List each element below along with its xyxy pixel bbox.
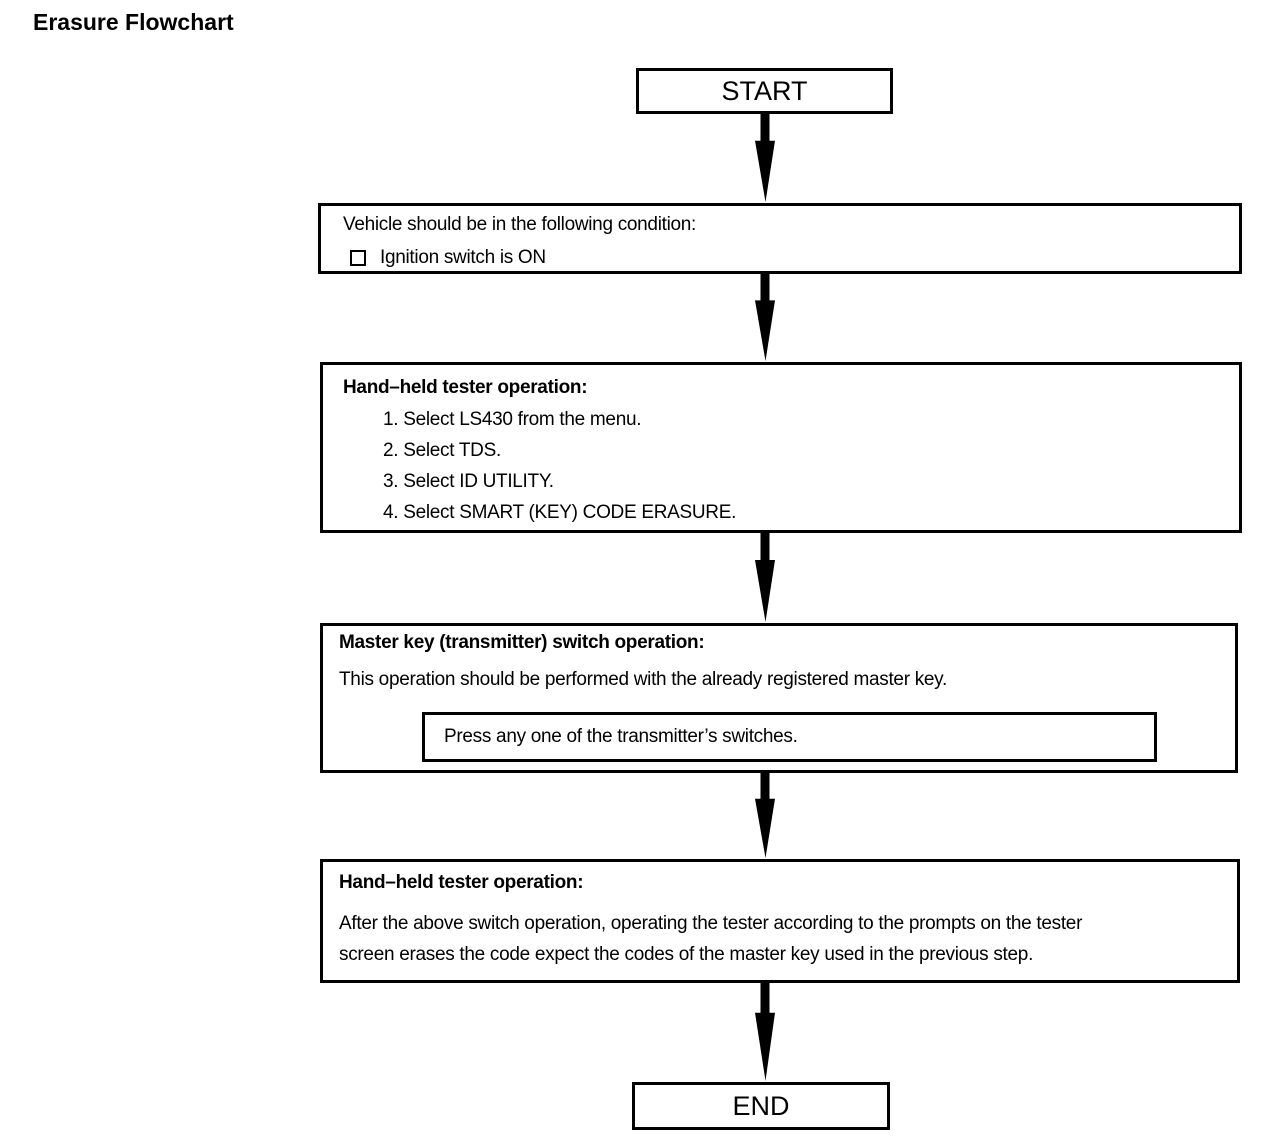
step-box-tester-erase: Hand–held tester operation: After the ab…: [320, 859, 1240, 983]
step-body: After the above switch operation, operat…: [339, 908, 1207, 970]
inner-action-label: Press any one of the transmitter’s switc…: [444, 726, 798, 747]
step-heading: Hand–held tester operation:: [339, 872, 584, 893]
end-label: END: [732, 1090, 790, 1121]
start-label: START: [721, 75, 808, 106]
step-heading: Vehicle should be in the following condi…: [343, 214, 697, 235]
step-box-tester-menu: Hand–held tester operation: 1. Select LS…: [320, 362, 1242, 533]
checklist-item-label: Ignition switch is ON: [380, 247, 546, 268]
start-node: START: [636, 68, 893, 114]
checklist-row: Ignition switch is ON: [343, 246, 1219, 270]
down-arrow-icon: [755, 274, 775, 362]
down-arrow-icon: [755, 114, 775, 203]
page-title: Erasure Flowchart: [33, 9, 234, 35]
list-item: 2. Select TDS.: [383, 440, 501, 461]
step-box-vehicle-condition: Vehicle should be in the following condi…: [318, 203, 1242, 274]
down-arrow-icon: [755, 533, 775, 622]
step-heading: Hand–held tester operation:: [343, 377, 588, 398]
step-body-line: screen erases the code expect the codes …: [339, 944, 1034, 965]
step-heading: Master key (transmitter) switch operatio…: [339, 632, 705, 653]
step-box-master-key: Master key (transmitter) switch operatio…: [320, 623, 1238, 773]
step-body-line: After the above switch operation, operat…: [339, 913, 1083, 934]
down-arrow-icon: [755, 773, 775, 859]
end-node: END: [632, 1082, 890, 1130]
down-arrow-icon: [755, 983, 775, 1081]
list-item: 3. Select ID UTILITY.: [383, 471, 554, 492]
list-item: 4. Select SMART (KEY) CODE ERASURE.: [383, 502, 737, 523]
list-item: 1. Select LS430 from the menu.: [383, 409, 642, 430]
checkbox-icon: [350, 250, 366, 266]
inner-action-box: Press any one of the transmitter’s switc…: [422, 712, 1157, 762]
step-note: This operation should be performed with …: [339, 669, 947, 690]
